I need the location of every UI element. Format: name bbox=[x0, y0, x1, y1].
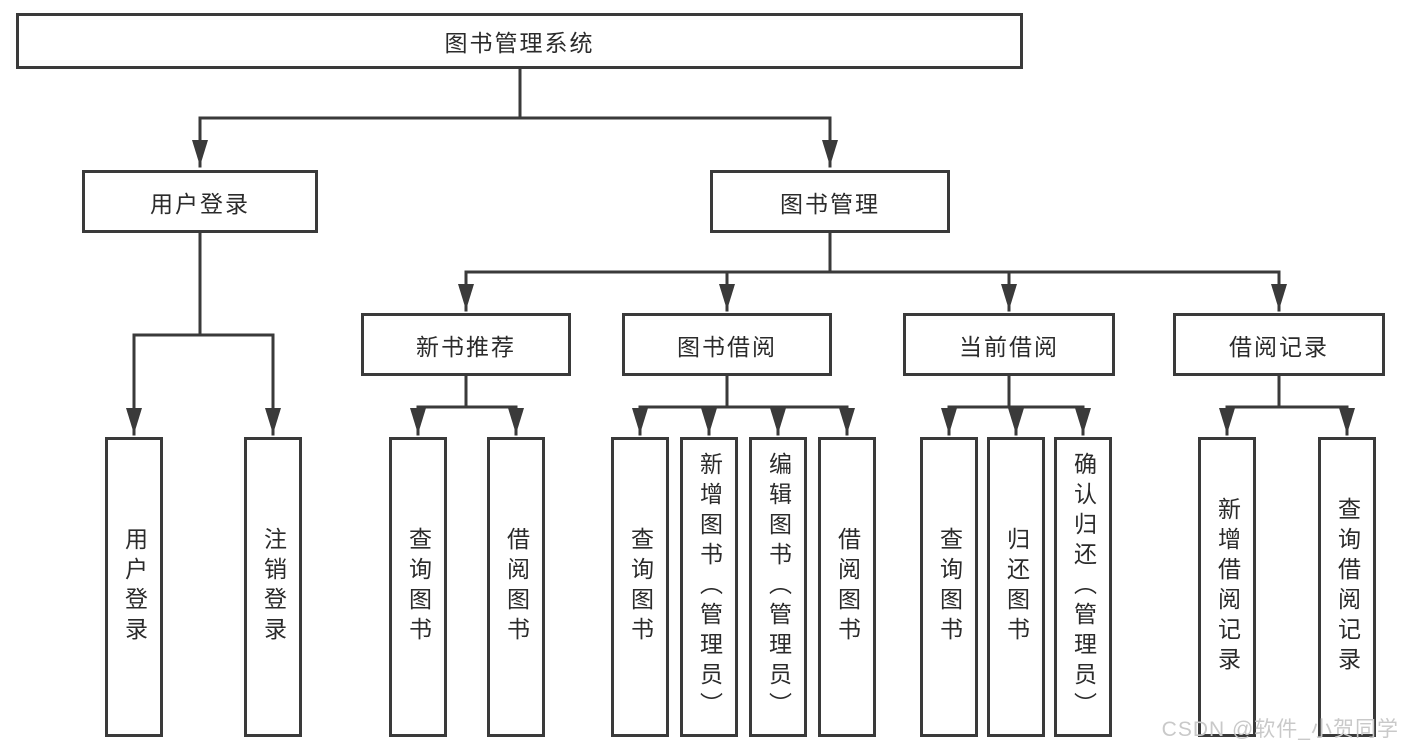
leaf-query-books-2: 查询图书 bbox=[611, 437, 669, 737]
leaf-edit-books-admin: 编辑图书（管理员） bbox=[749, 437, 807, 737]
leaf-return-books: 归还图书 bbox=[987, 437, 1045, 737]
node-book-management: 图书管理 bbox=[710, 170, 950, 233]
node-new-book-recommend: 新书推荐 bbox=[361, 313, 571, 376]
leaf-borrow-books-1: 借阅图书 bbox=[487, 437, 545, 737]
leaf-query-books-1: 查询图书 bbox=[389, 437, 447, 737]
leaf-add-books-admin: 新增图书（管理员） bbox=[680, 437, 738, 737]
leaf-confirm-return-admin: 确认归还（管理员） bbox=[1054, 437, 1112, 737]
leaf-borrow-books-2: 借阅图书 bbox=[818, 437, 876, 737]
node-book-management-system: 图书管理系统 bbox=[16, 13, 1023, 69]
node-borrowing-records: 借阅记录 bbox=[1173, 313, 1385, 376]
leaf-query-books-3: 查询图书 bbox=[920, 437, 978, 737]
csdn-watermark: CSDN @软件_小贺同学 bbox=[1161, 718, 1399, 741]
node-book-borrowing: 图书借阅 bbox=[622, 313, 832, 376]
leaf-user-login: 用户登录 bbox=[105, 437, 163, 737]
leaf-logout-login: 注销登录 bbox=[244, 437, 302, 737]
node-current-borrowing: 当前借阅 bbox=[903, 313, 1115, 376]
leaf-query-borrow-record: 查询借阅记录 bbox=[1318, 437, 1376, 737]
leaf-add-borrow-record: 新增借阅记录 bbox=[1198, 437, 1256, 737]
node-user-login: 用户登录 bbox=[82, 170, 318, 233]
